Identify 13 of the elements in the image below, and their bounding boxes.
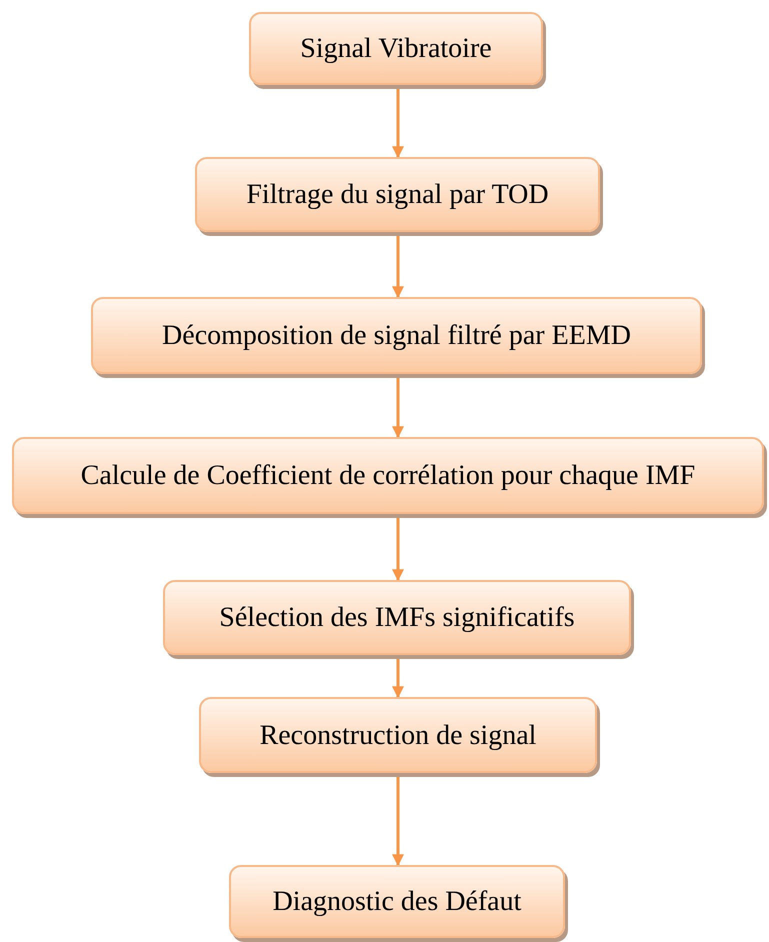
arrow — [392, 518, 404, 582]
box-label: Reconstruction de signal — [260, 718, 536, 752]
arrow — [392, 89, 404, 158]
box-label: Filtrage du signal par TOD — [246, 178, 549, 212]
box-label: Sélection des IMFs significatifs — [219, 601, 575, 635]
arrow — [392, 777, 404, 866]
box-label: Signal Vibratoire — [300, 32, 492, 66]
arrow — [392, 378, 404, 438]
arrow — [392, 236, 404, 298]
arrow — [392, 659, 404, 698]
box-label: Calcule de Coefficient de corrélation pour chaque IMF — [80, 459, 696, 493]
box-label: Diagnostic des Défaut — [272, 885, 522, 919]
box-label: Décomposition de signal filtré par EEMD — [162, 319, 631, 353]
